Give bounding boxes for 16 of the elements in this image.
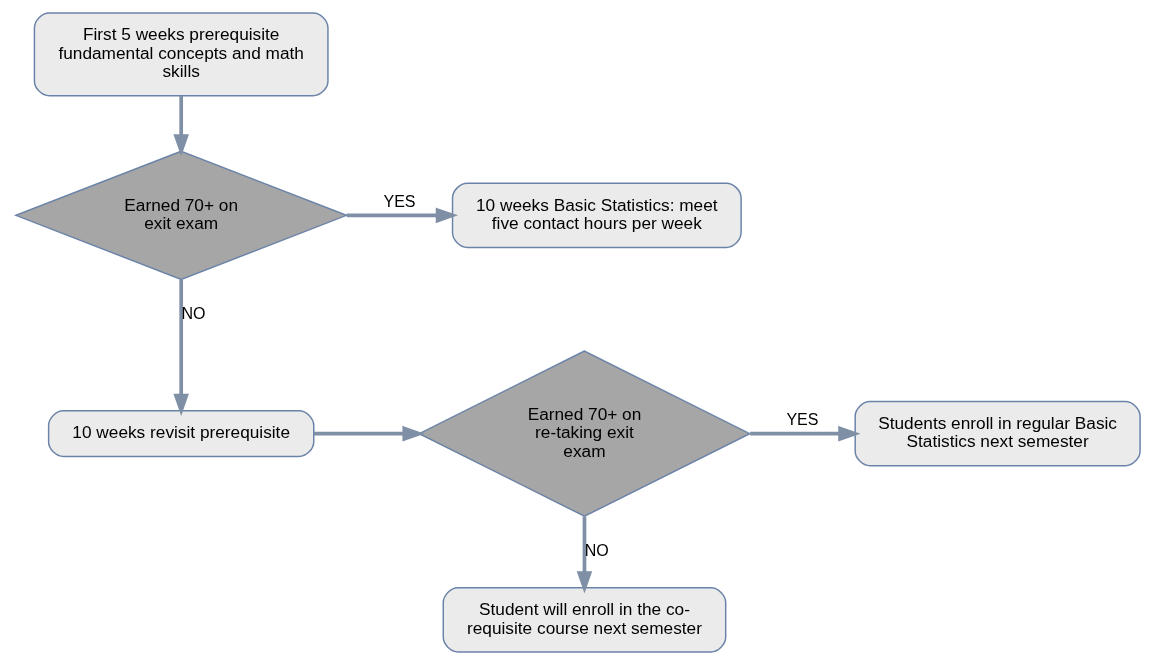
arrow bbox=[576, 516, 593, 594]
edge-label: NO bbox=[584, 541, 609, 560]
arrow bbox=[173, 279, 189, 416]
node-box: Students enroll in regular Basic Statistics next semester bbox=[854, 400, 1141, 467]
edge-label: YES bbox=[383, 192, 416, 211]
arrow bbox=[313, 425, 425, 442]
node-box: 10 weeks Basic Statistics: meet five contact hours per week bbox=[451, 182, 742, 249]
edge-label: YES bbox=[786, 410, 819, 429]
node-box: First 5 weeks prerequisite fundamental concepts and math skills bbox=[33, 12, 329, 97]
node-diamond: Earned 70+ on exit exam bbox=[13, 150, 349, 281]
arrow bbox=[750, 425, 861, 442]
arrow bbox=[173, 96, 189, 157]
arrow bbox=[346, 207, 458, 224]
node-box: 10 weeks revisit prerequisite bbox=[47, 410, 315, 458]
edge-label: NO bbox=[181, 304, 206, 323]
node-box: Student will enroll in the co-requisite course next semester bbox=[442, 587, 727, 653]
